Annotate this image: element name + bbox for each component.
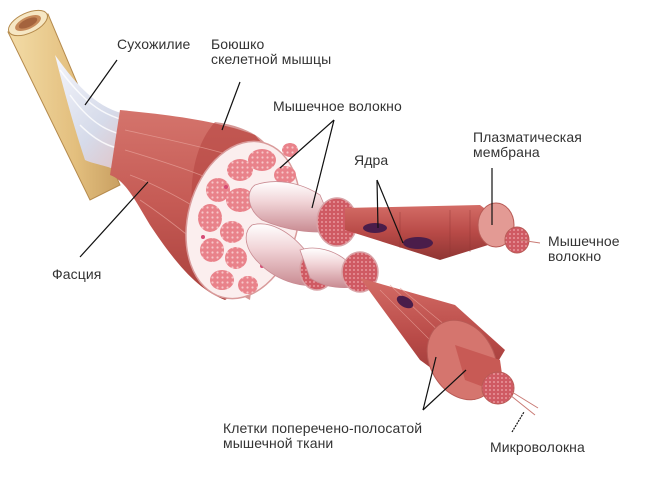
- label-muscle-belly-line2: скелетной мышцы: [211, 51, 332, 67]
- label-muscle-fiber-top: Мышечное волокно: [273, 98, 402, 114]
- label-plasma-membrane-line2: мембрана: [473, 144, 540, 160]
- label-tendon: Сухожилие: [117, 36, 191, 52]
- bone: [7, 9, 121, 201]
- label-muscle-fiber-right-line1: Мышечное: [548, 233, 620, 249]
- label-fascia: Фасция: [52, 266, 102, 282]
- label-muscle-belly-line1: Боюшко: [211, 36, 265, 52]
- leader-lines: [79, 59, 525, 433]
- label-microfibers: Микроволокна: [490, 439, 585, 455]
- label-striated-cells-line2: мышечной ткани: [223, 435, 334, 451]
- upper-muscle-fiber: [345, 202, 541, 260]
- label-nuclei: Ядра: [354, 152, 389, 168]
- label-striated-cells-line1: Клетки поперечено-полосатой: [223, 420, 423, 436]
- label-plasma-membrane-line1: Плазматическая: [473, 129, 582, 145]
- lower-muscle-fiber: [360, 278, 539, 416]
- label-muscle-fiber-right-line2: волокно: [548, 248, 602, 264]
